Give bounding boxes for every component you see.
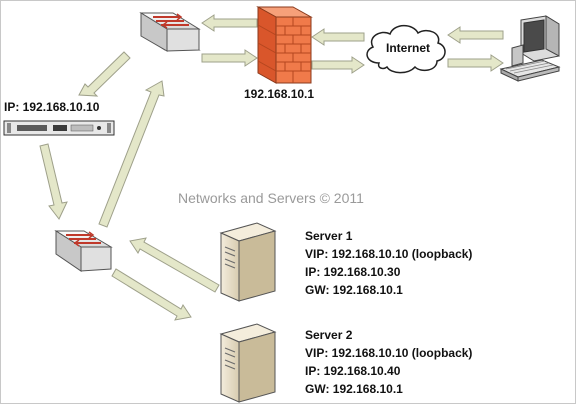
arrow-switch-to-firewall — [201, 49, 258, 67]
server-1-gw: GW: 192.168.10.1 — [305, 283, 403, 297]
arrow-server-to-switch — [129, 237, 220, 293]
arrow-firewall-to-internet — [311, 56, 365, 74]
server-1-name: Server 1 — [305, 229, 353, 243]
client-computer-icon — [499, 15, 561, 82]
top-switch-icon — [139, 12, 201, 52]
server-2-icon — [219, 323, 277, 403]
arrow-firewall-to-switch — [201, 14, 258, 32]
arrow-internet-to-client — [447, 54, 504, 72]
server-2-vip: VIP: 192.168.10.10 (loopback) — [305, 346, 473, 360]
arrow-switch-to-switch — [98, 80, 165, 228]
arrow-switch-to-server — [111, 268, 192, 321]
bottom-switch-icon — [54, 230, 113, 272]
flow-arrows — [39, 14, 504, 321]
server-1-ip: IP: 192.168.10.30 — [305, 265, 401, 279]
arrow-lb-to-switch — [39, 143, 68, 220]
watermark: Networks and Servers © 2011 — [178, 190, 364, 206]
server-2-ip: IP: 192.168.10.40 — [305, 364, 401, 378]
server-1-vip: VIP: 192.168.10.10 (loopback) — [305, 247, 473, 261]
arrow-client-to-internet — [447, 26, 504, 44]
load-balancer-ip-label: IP: 192.168.10.10 — [4, 100, 100, 114]
firewall-icon — [256, 6, 313, 84]
server-1-icon — [219, 222, 277, 302]
arrow-internet-to-firewall — [311, 28, 365, 46]
arrow-switch-to-lb — [78, 51, 131, 97]
internet-label: Internet — [386, 41, 430, 55]
server-2-gw: GW: 192.168.10.1 — [305, 382, 403, 396]
load-balancer-icon — [3, 120, 115, 136]
internet-cloud-icon — [366, 24, 446, 74]
server-2-name: Server 2 — [305, 328, 353, 342]
firewall-ip-label: 192.168.10.1 — [244, 87, 315, 101]
